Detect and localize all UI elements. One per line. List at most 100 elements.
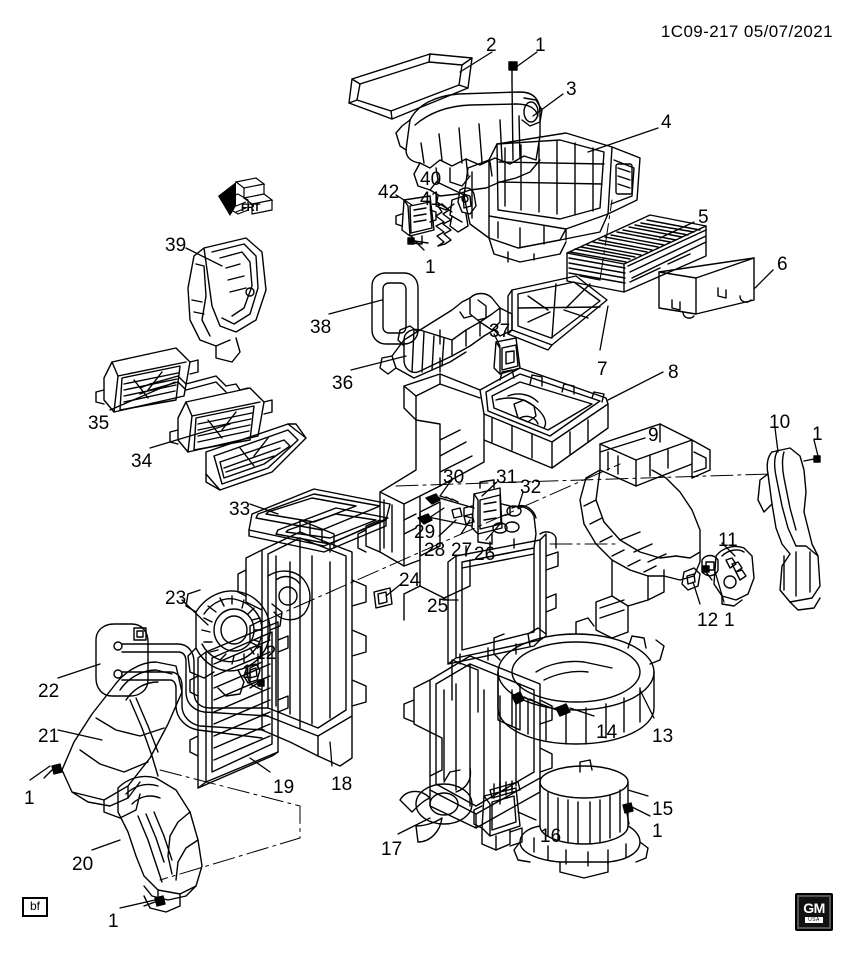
leader-line-14 bbox=[569, 707, 595, 717]
callout-number-33: 33 bbox=[229, 499, 251, 520]
leader-line-28 bbox=[438, 519, 457, 537]
callout-number-12: 12 bbox=[255, 643, 277, 664]
leader-line-1 bbox=[411, 237, 425, 251]
leader-line-1 bbox=[119, 899, 156, 909]
leader-line-38 bbox=[328, 299, 383, 315]
leader-line-1 bbox=[629, 805, 651, 817]
leader-line-3 bbox=[532, 93, 564, 117]
callout-number-25: 25 bbox=[427, 596, 449, 617]
callout-number-22: 22 bbox=[38, 681, 60, 702]
part-2-duct-seal bbox=[348, 53, 473, 120]
part-1-screw-h bbox=[622, 802, 634, 825]
callout-number-21: 21 bbox=[38, 726, 60, 747]
leader-line-1 bbox=[713, 567, 725, 603]
drawing-header-text: 1C09-217 05/07/2021 bbox=[660, 22, 833, 41]
leader-line-33 bbox=[249, 503, 279, 515]
part-1-screw-f bbox=[249, 679, 265, 689]
leader-line-17 bbox=[397, 817, 431, 835]
leader-line-18 bbox=[329, 741, 333, 767]
leader-line-35 bbox=[109, 381, 176, 411]
part-35-side-vents bbox=[95, 347, 273, 453]
leader-line-30 bbox=[439, 481, 451, 497]
frt-orientation-marker: FRT bbox=[214, 176, 278, 228]
callout-number-13: 13 bbox=[652, 726, 674, 747]
part-5-cabin-air-filter bbox=[566, 214, 707, 293]
part-37-bushing bbox=[493, 337, 521, 375]
callout-number-1: 1 bbox=[108, 911, 119, 932]
leader-line-22 bbox=[57, 663, 101, 679]
callout-number-14: 14 bbox=[596, 722, 618, 743]
part-22-pipe-bracket bbox=[95, 623, 149, 697]
callout-number-11: 11 bbox=[718, 530, 738, 551]
leader-line-19 bbox=[249, 757, 271, 773]
callout-number-40: 40 bbox=[420, 169, 442, 190]
callout-number-1: 1 bbox=[724, 610, 735, 631]
leader-line-36 bbox=[350, 355, 407, 371]
leader-line-24 bbox=[385, 583, 402, 597]
part-30-bolt-long bbox=[425, 493, 475, 509]
callout-number-23: 23 bbox=[165, 588, 187, 609]
part-8-lower-case bbox=[357, 367, 609, 621]
gm-logo-subtext: USA bbox=[805, 917, 823, 923]
leader-line-15 bbox=[627, 789, 649, 797]
part-29-bolt-short bbox=[417, 513, 473, 527]
leader-line-20 bbox=[91, 839, 121, 851]
callout-number-29: 29 bbox=[414, 522, 436, 543]
callout-number-1: 1 bbox=[652, 821, 663, 842]
leader-line-6 bbox=[754, 269, 774, 289]
callout-number-38: 38 bbox=[310, 317, 332, 338]
leader-line-31 bbox=[481, 481, 498, 497]
part-12-bushing-left bbox=[243, 663, 261, 684]
leader-line-23 bbox=[181, 599, 209, 626]
revision-box: bf bbox=[22, 897, 49, 918]
callout-number-8: 8 bbox=[668, 362, 679, 383]
part-12-bushing-right bbox=[681, 567, 701, 591]
callout-number-19: 19 bbox=[273, 777, 295, 798]
callout-number-34: 34 bbox=[131, 451, 153, 472]
leader-line-37 bbox=[493, 333, 501, 347]
callout-number-1: 1 bbox=[535, 35, 546, 56]
part-10-actuator-bracket bbox=[757, 447, 821, 611]
leader-line-5 bbox=[659, 221, 695, 239]
callout-number-18: 18 bbox=[331, 774, 353, 795]
part-1-screw-d bbox=[702, 565, 713, 581]
part-14-bolt bbox=[511, 691, 571, 717]
leader-line-29 bbox=[428, 507, 445, 519]
callout-number-35: 35 bbox=[88, 413, 110, 434]
part-1-screw-g bbox=[143, 895, 166, 907]
part-3-inlet-plenum bbox=[395, 91, 543, 211]
part-13-blower-scroll bbox=[493, 617, 665, 745]
callout-number-32: 32 bbox=[520, 477, 542, 498]
leader-line-12 bbox=[692, 581, 701, 605]
part-21-lower-duct bbox=[61, 661, 183, 819]
leader-line-1 bbox=[511, 51, 538, 71]
callout-number-1: 1 bbox=[812, 424, 823, 445]
part-40-door-lever bbox=[449, 187, 477, 233]
callout-number-1: 1 bbox=[242, 662, 253, 683]
callout-number-30: 30 bbox=[443, 467, 465, 488]
part-24-clip bbox=[373, 587, 393, 609]
part-20-defroster-duct bbox=[117, 775, 203, 913]
part-42-actuator-motor bbox=[395, 195, 437, 245]
leader-line-13 bbox=[639, 689, 655, 719]
part-33-case-cover bbox=[248, 488, 391, 553]
part-32-refrigerant-line bbox=[504, 504, 537, 549]
callout-number-6: 6 bbox=[777, 254, 788, 275]
callout-number-39: 39 bbox=[165, 235, 187, 256]
leader-line-16 bbox=[517, 811, 537, 821]
callout-number-42: 42 bbox=[378, 182, 400, 203]
leader-line-41 bbox=[436, 201, 453, 213]
callout-number-5: 5 bbox=[698, 207, 709, 228]
leader-line-4 bbox=[587, 127, 659, 153]
callout-number-9: 9 bbox=[648, 425, 659, 446]
leader-line-7 bbox=[599, 305, 609, 351]
leader-line-39 bbox=[185, 247, 223, 267]
callout-number-24: 24 bbox=[399, 570, 421, 591]
callout-number-27: 27 bbox=[451, 540, 473, 561]
callout-number-28: 28 bbox=[424, 540, 446, 561]
leader-line-42 bbox=[395, 194, 413, 206]
callout-number-3: 3 bbox=[566, 79, 577, 100]
callout-number-7: 7 bbox=[597, 359, 608, 380]
